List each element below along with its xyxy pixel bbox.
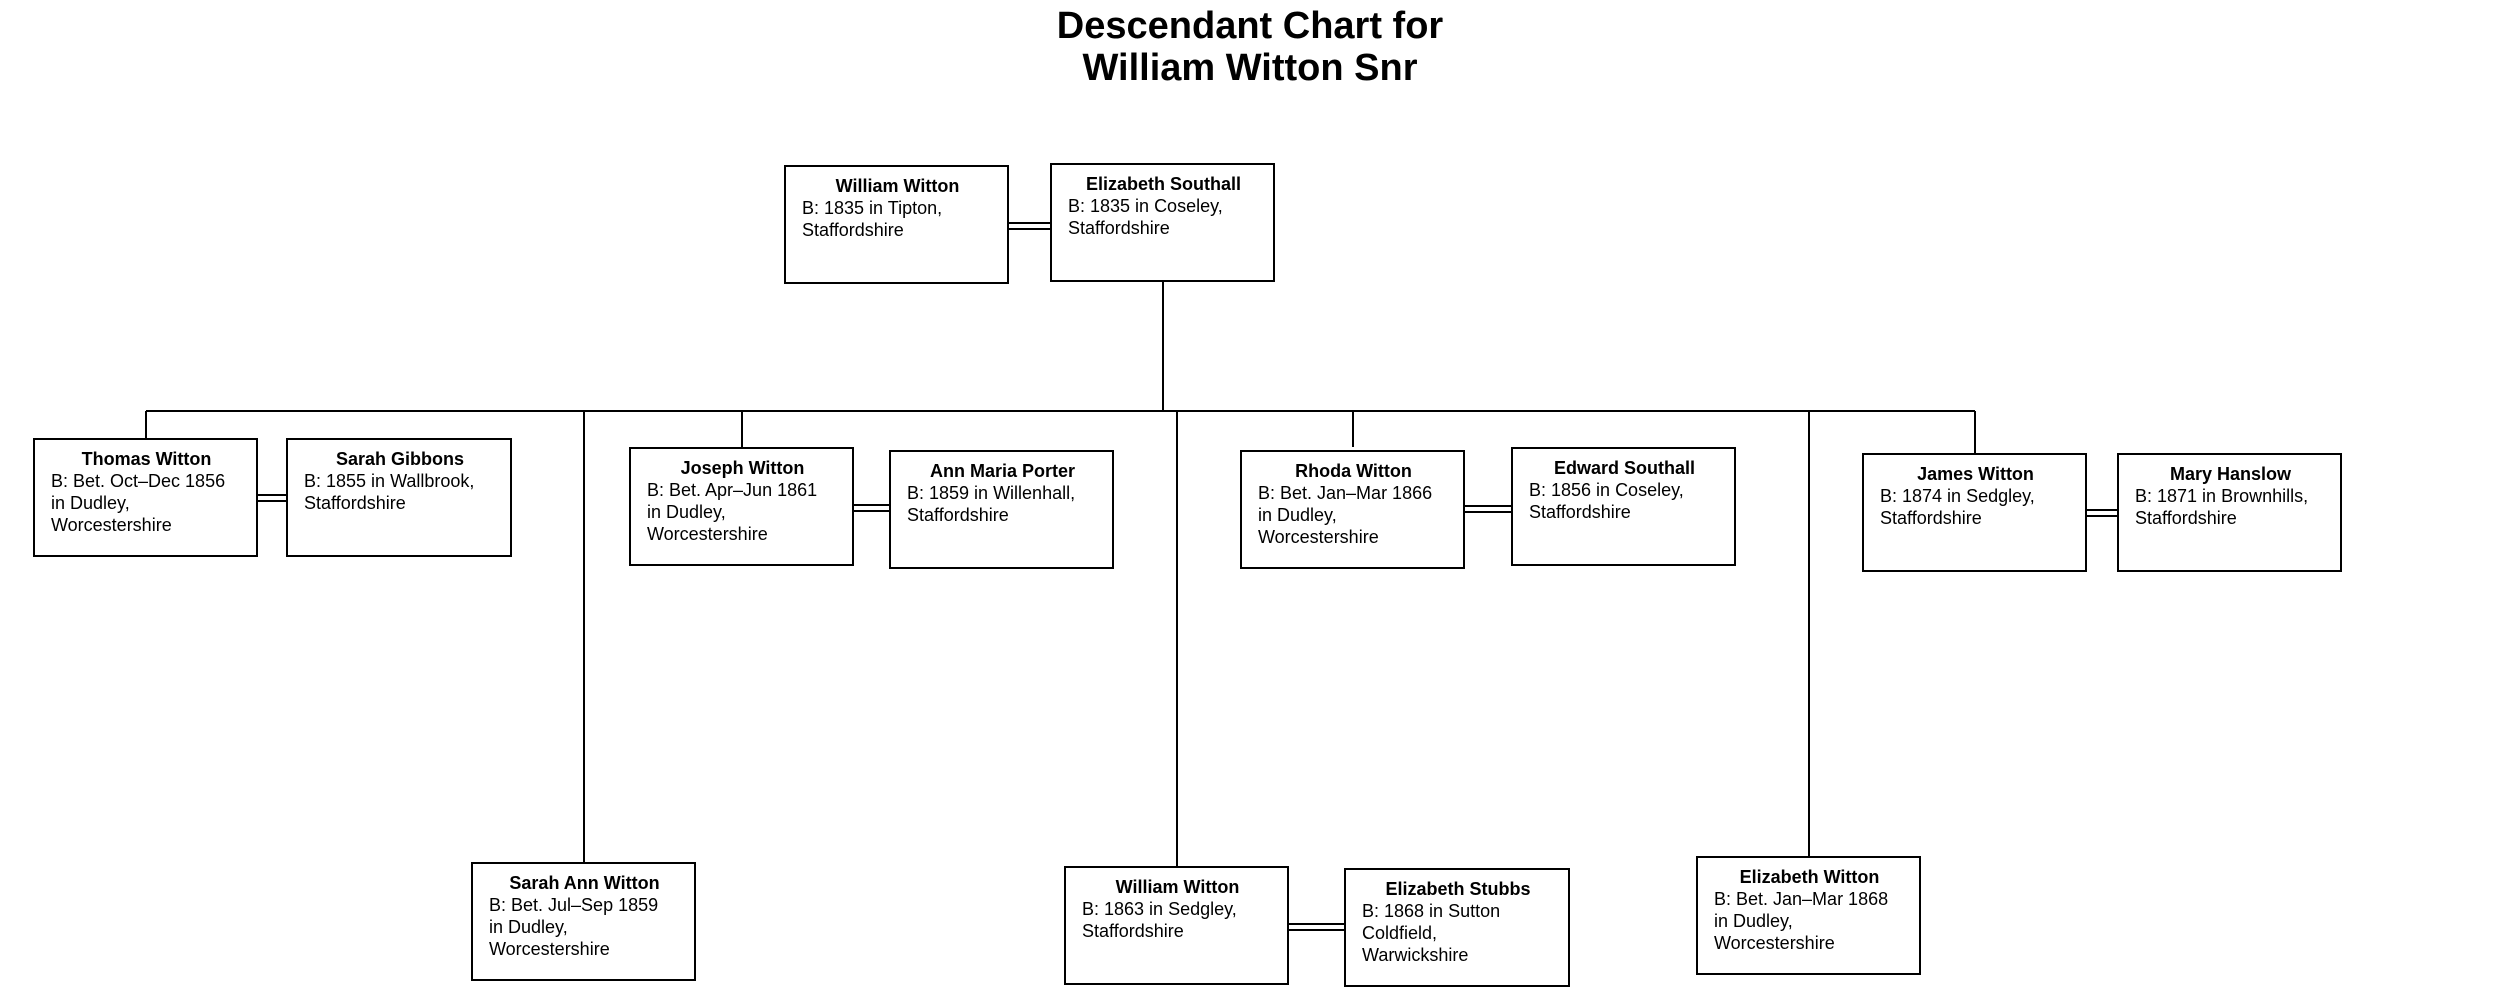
person-name: James Witton xyxy=(1917,464,2034,484)
person-name: Elizabeth Southall xyxy=(1085,174,1241,194)
person-birth: B: Bet. Jan–Mar 1868 in Dudley, Worceste… xyxy=(1714,889,1889,953)
person-birth: B: 1874 in Sedgley, Staffordshire xyxy=(1880,486,2035,528)
person-birth: B: 1863 in Sedgley, Staffordshire xyxy=(1082,899,1237,941)
person-box-joseph-witton[interactable]: Joseph Witton B: Bet. Apr–Jun 1861 in Du… xyxy=(629,447,854,566)
person-box-william-witton-jnr[interactable]: William Witton B: 1863 in Sedgley, Staff… xyxy=(1064,866,1289,985)
person-name: Rhoda Witton xyxy=(1295,461,1412,481)
person-birth: B: Bet. Apr–Jun 1861 in Dudley, Worceste… xyxy=(647,480,818,544)
person-birth: B: Bet. Jul–Sep 1859 in Dudley, Worceste… xyxy=(489,895,659,959)
person-birth: B: 1835 in Tipton, Staffordshire xyxy=(802,198,943,240)
person-birth: B: 1871 in Brownhills, Staffordshire xyxy=(2135,486,2309,528)
person-name: Sarah Gibbons xyxy=(335,449,465,469)
person-birth: B: Bet. Jan–Mar 1866 in Dudley, Worceste… xyxy=(1258,483,1433,547)
person-name: Ann Maria Porter xyxy=(929,461,1076,481)
person-box-ann-maria-porter[interactable]: Ann Maria Porter B: 1859 in Willenhall, … xyxy=(889,450,1114,569)
person-name: Mary Hanslow xyxy=(2169,464,2292,484)
person-box-thomas-witton[interactable]: Thomas Witton B: Bet. Oct–Dec 1856 in Du… xyxy=(33,438,258,557)
person-box-elizabeth-southall[interactable]: Elizabeth Southall B: 1835 in Coseley, S… xyxy=(1050,163,1275,282)
person-box-mary-hanslow[interactable]: Mary Hanslow B: 1871 in Brownhills, Staf… xyxy=(2117,453,2342,572)
person-name: Elizabeth Stubbs xyxy=(1385,879,1531,899)
chart-title-line-1: Descendant Chart for xyxy=(1056,5,1444,47)
person-name: William Witton xyxy=(1115,877,1240,897)
person-name: Sarah Ann Witton xyxy=(509,873,660,893)
person-birth: B: 1859 in Willenhall, Staffordshire xyxy=(907,483,1076,525)
person-birth: B: 1855 in Wallbrook, Staffordshire xyxy=(304,471,475,513)
person-box-james-witton[interactable]: James Witton B: 1874 in Sedgley, Staffor… xyxy=(1862,453,2087,572)
person-box-edward-southall[interactable]: Edward Southall B: 1856 in Coseley, Staf… xyxy=(1511,447,1736,566)
person-box-sarah-gibbons[interactable]: Sarah Gibbons B: 1855 in Wallbrook, Staf… xyxy=(286,438,512,557)
person-birth: B: 1835 in Coseley, Staffordshire xyxy=(1068,196,1223,238)
person-box-rhoda-witton[interactable]: Rhoda Witton B: Bet. Jan–Mar 1866 in Dud… xyxy=(1240,450,1465,569)
person-box-elizabeth-witton[interactable]: Elizabeth Witton B: Bet. Jan–Mar 1868 in… xyxy=(1696,856,1921,975)
person-name: Thomas Witton xyxy=(81,449,212,469)
person-birth: B: Bet. Oct–Dec 1856 in Dudley, Worceste… xyxy=(51,471,226,535)
person-box-sarah-ann-witton[interactable]: Sarah Ann Witton B: Bet. Jul–Sep 1859 in… xyxy=(471,862,696,981)
person-birth: B: 1868 in Sutton Coldfield, Warwickshir… xyxy=(1362,901,1501,965)
person-box-william-witton-snr[interactable]: William Witton B: 1835 in Tipton, Staffo… xyxy=(784,165,1009,284)
person-birth: B: 1856 in Coseley, Staffordshire xyxy=(1529,480,1684,522)
person-name: Edward Southall xyxy=(1553,458,1695,478)
person-name: Joseph Witton xyxy=(680,458,805,478)
person-name: Elizabeth Witton xyxy=(1739,867,1880,887)
chart-title-line-2: William Witton Snr xyxy=(1082,47,1418,89)
person-box-elizabeth-stubbs[interactable]: Elizabeth Stubbs B: 1868 in Sutton Coldf… xyxy=(1344,868,1570,987)
person-name: William Witton xyxy=(835,176,960,196)
